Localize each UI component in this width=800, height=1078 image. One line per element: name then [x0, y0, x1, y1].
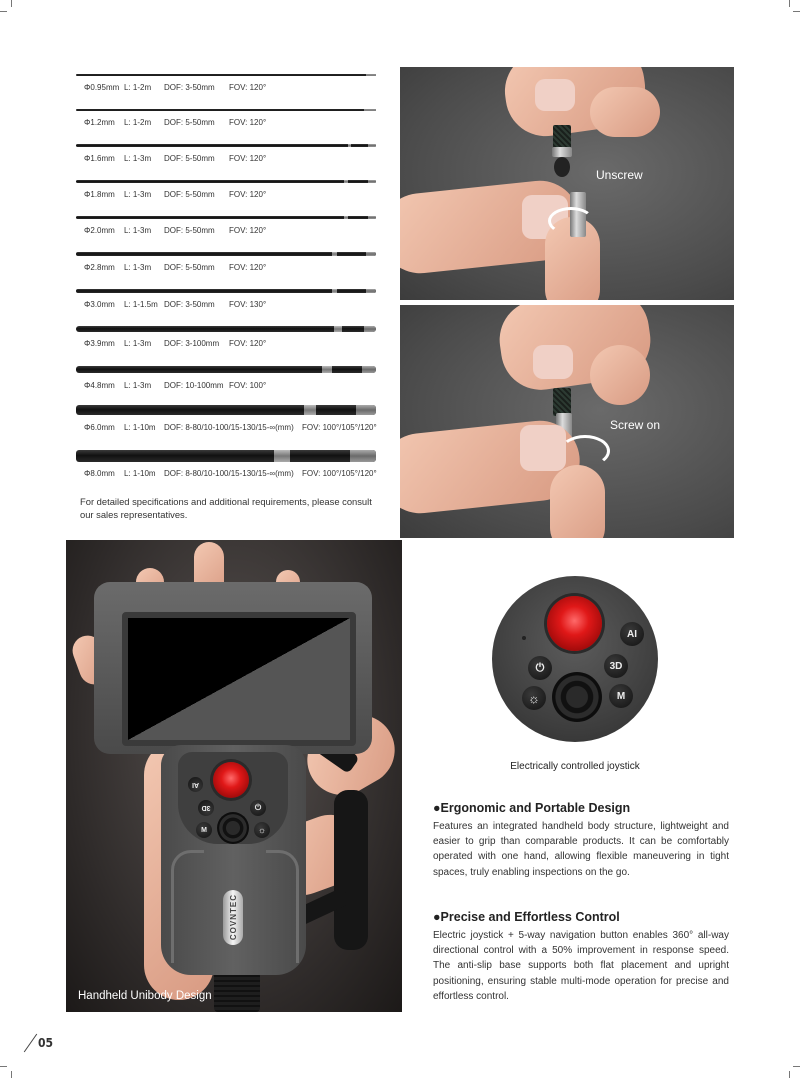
joystick-closeup-image: AI 3D M ⏻ ☼ [492, 576, 658, 742]
page-slash-decoration [23, 1033, 38, 1053]
power-back-button: ⏻ [250, 800, 266, 816]
probe-cable-image [76, 366, 376, 373]
probe-cable-image [76, 216, 376, 219]
crop-mark [793, 11, 800, 12]
unscrew-photo: Unscrew [400, 67, 734, 300]
feature-control: ●Precise and Effortless Control Electric… [433, 910, 729, 1004]
probe-cable-image [76, 252, 376, 256]
spec-note: For detailed specifications and addition… [80, 496, 372, 520]
crop-mark [11, 1071, 12, 1078]
device-screen [122, 612, 356, 746]
rotate-clockwise-arrow-icon [560, 435, 610, 467]
page-number: 05 [23, 1030, 68, 1054]
crop-mark [0, 11, 7, 12]
crop-mark [789, 0, 790, 7]
probe-cable-image [76, 326, 376, 332]
probe-cable-image [76, 180, 376, 183]
crop-mark [789, 1071, 790, 1078]
feature-ergonomic: ●Ergonomic and Portable Design Features … [433, 801, 729, 880]
device-hero-image: AI 3D M ⏻ ☼ COVNTEC Handheld Unibody Des… [66, 540, 402, 1012]
capture-button [547, 596, 602, 651]
joystick [217, 812, 249, 844]
wrist-strap [334, 790, 368, 950]
joystick [552, 672, 602, 722]
probe-cable-image [76, 405, 376, 415]
brand-logo: COVNTEC [223, 890, 243, 945]
3d-button: 3D [198, 800, 214, 816]
mode-button: M [196, 822, 212, 838]
probe-cable-image [76, 144, 376, 147]
screw-on-photo: Screw on [400, 305, 734, 538]
feature-body: Electric joystick + 5-way navigation but… [433, 930, 729, 1002]
feature-title: ●Ergonomic and Portable Design [433, 801, 631, 815]
feature-body: Features an integrated handheld body str… [433, 821, 729, 878]
probe-cable-image [76, 289, 376, 293]
feature-title: ●Precise and Effortless Control [433, 910, 620, 924]
mode-button: M [609, 684, 633, 708]
screw-on-label: Screw on [610, 418, 661, 432]
joystick-caption: Electrically controlled joystick [510, 761, 640, 772]
probe-cable-image [76, 450, 376, 462]
crop-mark [0, 1066, 7, 1067]
unscrew-label: Unscrew [596, 168, 643, 182]
power-back-button: ⏻ [528, 656, 552, 680]
crop-mark [793, 1066, 800, 1067]
brightness-button: ☼ [522, 686, 546, 710]
capture-button [213, 762, 249, 798]
crop-mark [11, 0, 12, 7]
3d-button: 3D [604, 654, 628, 678]
rotate-counterclockwise-arrow-icon [548, 207, 594, 235]
ai-button: AI [188, 777, 203, 792]
strap-buckle [214, 972, 260, 1012]
brightness-button: ☼ [254, 822, 270, 838]
probe-cable-image [76, 109, 376, 111]
hero-caption: Handheld Unibody Design [78, 990, 212, 1002]
probe-cable-image [76, 74, 376, 76]
ai-button: AI [620, 622, 644, 646]
